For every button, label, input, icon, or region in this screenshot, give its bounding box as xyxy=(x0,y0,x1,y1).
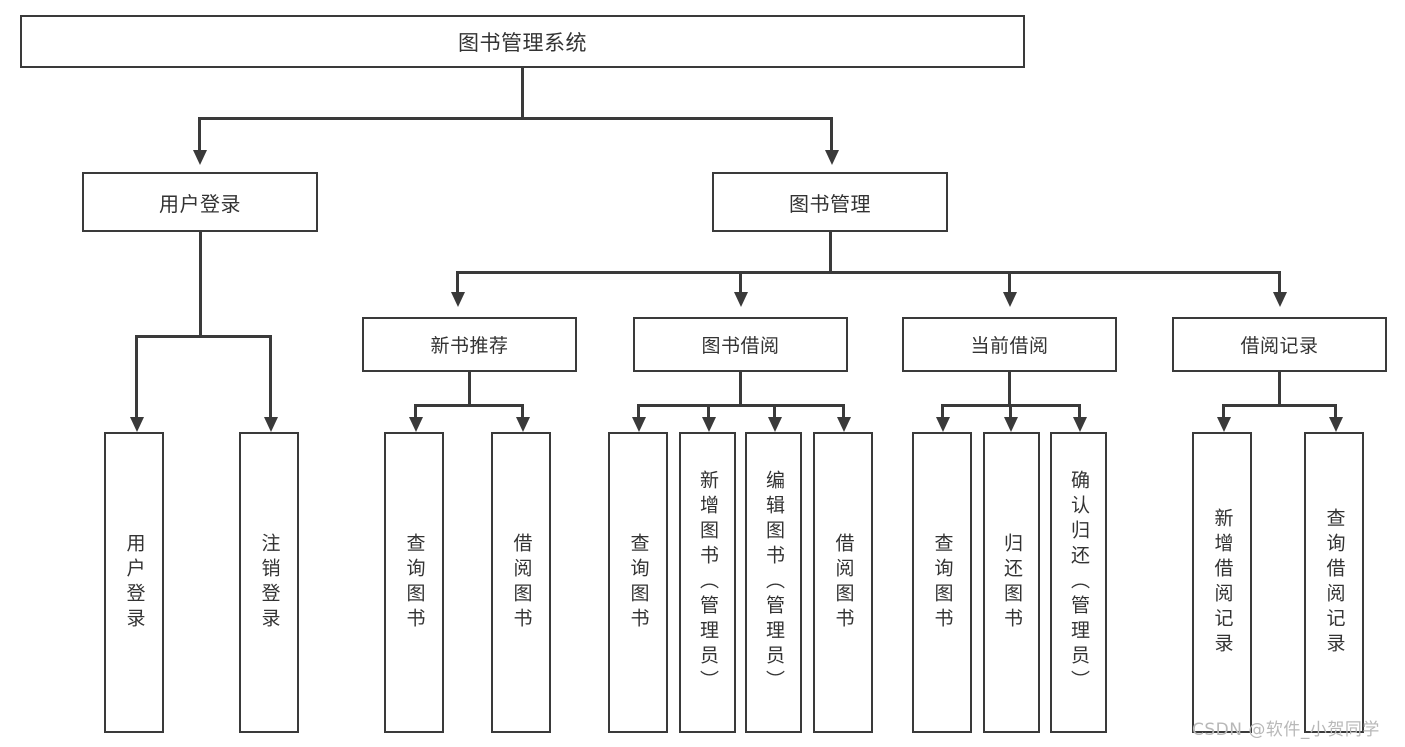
leaf-br-query-record[interactable]: 查询借阅记录 xyxy=(1304,432,1364,733)
connector-new-book-child-1 xyxy=(414,404,417,420)
connector-new-book-stem xyxy=(468,372,471,406)
leaf-bb-query-book[interactable]: 查询图书 xyxy=(608,432,668,733)
node-label: 注销登录 xyxy=(258,532,281,633)
node-label: 编辑图书（管理员） xyxy=(763,470,785,695)
connector-book-manage-stem xyxy=(829,232,832,273)
node-label: 图书借阅 xyxy=(701,335,780,357)
connector-book-manage-child-2 xyxy=(739,271,742,295)
connector-cb-child-2 xyxy=(1009,404,1012,420)
connector-to-user-login xyxy=(198,117,201,153)
node-label: 查询图书 xyxy=(931,532,954,633)
arrow-icon-br-query xyxy=(1329,417,1343,432)
node-new-book-recommend[interactable]: 新书推荐 xyxy=(362,317,577,372)
connector-to-book-manage xyxy=(830,117,833,153)
connector-root-bar xyxy=(198,117,832,120)
node-root-system[interactable]: 图书管理系统 xyxy=(20,15,1025,68)
connector-book-borrow-stem xyxy=(739,372,742,406)
connector-borrow-record-bar xyxy=(1222,404,1336,407)
node-label: 当前借阅 xyxy=(970,335,1049,357)
node-label: 确认归还（管理员） xyxy=(1068,470,1090,695)
watermark-text: CSDN @软件_小贺同学 xyxy=(1192,720,1380,740)
connector-br-child-1 xyxy=(1222,404,1225,420)
node-book-borrow[interactable]: 图书借阅 xyxy=(633,317,848,372)
arrow-icon-current-borrow xyxy=(1003,292,1017,307)
leaf-logout[interactable]: 注销登录 xyxy=(239,432,299,733)
leaf-nb-borrow-book[interactable]: 借阅图书 xyxy=(491,432,551,733)
node-label: 查询图书 xyxy=(403,532,426,633)
node-label: 用户登录 xyxy=(159,191,241,216)
node-label: 查询图书 xyxy=(627,532,650,633)
connector-book-manage-child-1 xyxy=(456,271,459,295)
connector-current-borrow-stem xyxy=(1008,372,1011,406)
node-label: 用户登录 xyxy=(123,532,146,633)
connector-book-manage-bar xyxy=(456,271,1280,274)
connector-user-login-bar xyxy=(135,335,271,338)
node-label: 查询借阅记录 xyxy=(1323,507,1346,658)
connector-borrow-record-stem xyxy=(1278,372,1281,406)
node-label: 新增借阅记录 xyxy=(1211,507,1234,658)
connector-book-manage-child-3 xyxy=(1008,271,1011,295)
node-label: 借阅图书 xyxy=(832,532,855,633)
connector-book-borrow-bar xyxy=(637,404,844,407)
arrow-icon-bb-add xyxy=(702,417,716,432)
leaf-bb-edit-book-admin[interactable]: 编辑图书（管理员） xyxy=(745,432,802,733)
leaf-cb-confirm-return-admin[interactable]: 确认归还（管理员） xyxy=(1050,432,1107,733)
connector-new-book-child-2 xyxy=(521,404,524,420)
connector-user-login-child-1 xyxy=(135,335,138,420)
connector-root-stem xyxy=(521,68,524,118)
node-user-login[interactable]: 用户登录 xyxy=(82,172,318,232)
connector-bb-child-4 xyxy=(842,404,845,420)
leaf-bb-lend-book[interactable]: 借阅图书 xyxy=(813,432,873,733)
arrow-icon-nb-query xyxy=(409,417,423,432)
arrow-icon-new-book xyxy=(451,292,465,307)
arrow-icon-bb-lend xyxy=(837,417,851,432)
connector-new-book-bar xyxy=(414,404,524,407)
node-label: 借阅图书 xyxy=(510,532,533,633)
arrow-icon-user-login xyxy=(193,150,207,165)
leaf-cb-return-book[interactable]: 归还图书 xyxy=(983,432,1040,733)
leaf-user-login[interactable]: 用户登录 xyxy=(104,432,164,733)
arrow-icon-leaf-logout xyxy=(264,417,278,432)
arrow-icon-cb-return xyxy=(1004,417,1018,432)
connector-cb-child-3 xyxy=(1078,404,1081,420)
arrow-icon-nb-borrow xyxy=(516,417,530,432)
node-current-borrow[interactable]: 当前借阅 xyxy=(902,317,1117,372)
leaf-br-add-record[interactable]: 新增借阅记录 xyxy=(1192,432,1252,733)
node-borrow-record[interactable]: 借阅记录 xyxy=(1172,317,1387,372)
node-label: 新增图书（管理员） xyxy=(697,470,719,695)
leaf-cb-query-book[interactable]: 查询图书 xyxy=(912,432,972,733)
arrow-icon-br-add xyxy=(1217,417,1231,432)
node-label: 借阅记录 xyxy=(1240,335,1319,357)
connector-cb-child-1 xyxy=(941,404,944,420)
node-label: 新书推荐 xyxy=(430,335,509,357)
arrow-icon-leaf-user-login xyxy=(130,417,144,432)
leaf-bb-add-book-admin[interactable]: 新增图书（管理员） xyxy=(679,432,736,733)
arrow-icon-cb-confirm xyxy=(1073,417,1087,432)
arrow-icon-bb-edit xyxy=(768,417,782,432)
connector-book-manage-child-4 xyxy=(1278,271,1281,295)
node-label: 图书管理系统 xyxy=(458,30,587,55)
connector-bb-child-1 xyxy=(637,404,640,420)
connector-user-login-stem xyxy=(199,232,202,337)
connector-bb-child-2 xyxy=(707,404,710,420)
node-label: 归还图书 xyxy=(1001,532,1023,633)
arrow-icon-bb-query xyxy=(632,417,646,432)
node-book-manage[interactable]: 图书管理 xyxy=(712,172,948,232)
connector-bb-child-3 xyxy=(773,404,776,420)
connector-br-child-2 xyxy=(1334,404,1337,420)
arrow-icon-borrow-record xyxy=(1273,292,1287,307)
arrow-icon-book-borrow xyxy=(734,292,748,307)
leaf-nb-query-book[interactable]: 查询图书 xyxy=(384,432,444,733)
arrow-icon-book-manage xyxy=(825,150,839,165)
arrow-icon-cb-query xyxy=(936,417,950,432)
node-label: 图书管理 xyxy=(789,191,871,216)
connector-user-login-child-2 xyxy=(269,335,272,420)
